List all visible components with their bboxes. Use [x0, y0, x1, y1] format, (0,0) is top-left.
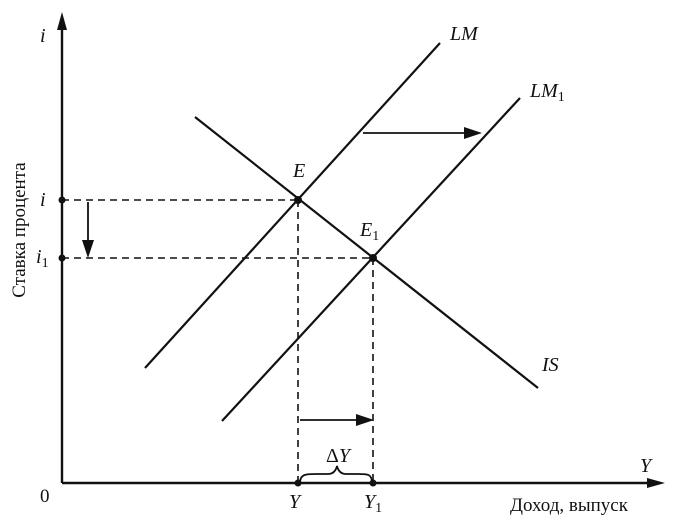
tick-i1 [58, 254, 66, 262]
lm-curve [144, 42, 441, 369]
x-axis-arrowhead [647, 478, 665, 488]
tick-i-label: i [40, 189, 46, 211]
lm1-label-base: LM [529, 80, 559, 102]
point-e1 [369, 254, 377, 262]
tick-i1-label-base: i [36, 246, 42, 268]
point-e1-label-base: E [359, 219, 372, 241]
tick-y1-label-base: Y [364, 491, 377, 513]
tick-y1-label: Y1 [364, 491, 382, 516]
point-e1-label: E1 [359, 219, 379, 244]
tick-i1-label-subscript: 1 [42, 256, 49, 271]
tick-y-label: Y [289, 491, 302, 513]
interest-drop-arrowhead [82, 240, 94, 258]
delta-var: Y [339, 445, 352, 467]
lm1-label: LM1 [529, 80, 565, 105]
point-e1-label-subscript: 1 [372, 229, 379, 244]
delta-y-label: ΔY [326, 445, 352, 467]
tick-y1-label-subscript: 1 [375, 501, 382, 516]
tick-i1-label: i1 [36, 246, 49, 271]
delta-brace [299, 465, 373, 484]
output-rise-arrowhead [356, 414, 374, 426]
y-axis-title: Ставка процента [9, 162, 30, 298]
delta-symbol: Δ [326, 445, 339, 467]
lm-shift-arrowhead [464, 127, 482, 139]
tick-y1 [369, 479, 377, 487]
point-e [294, 196, 302, 204]
x-axis-symbol: Y [640, 455, 653, 477]
tick-i [58, 196, 66, 204]
point-e-label: E [292, 160, 305, 182]
lm1-label-subscript: 1 [558, 90, 565, 105]
lm-label: LM [449, 23, 479, 45]
is-label: IS [541, 354, 559, 376]
y-axis-arrowhead [57, 12, 67, 30]
y-axis-symbol: i [40, 25, 46, 47]
origin-label: 0 [40, 486, 50, 507]
x-axis-title: Доход, выпуск [510, 495, 629, 516]
is-curve [194, 116, 539, 389]
